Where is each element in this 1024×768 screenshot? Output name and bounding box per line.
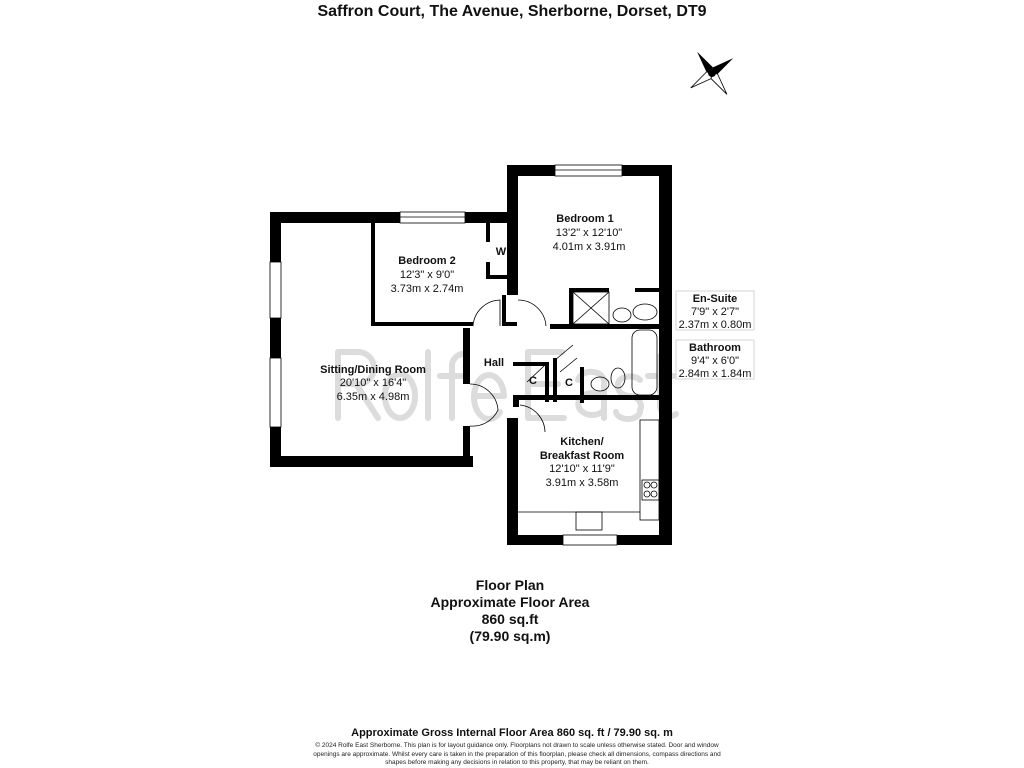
property-address-title: Saffron Court, The Avenue, Sherborne, Do…	[317, 3, 707, 20]
room-label-bedroom-1: Bedroom 1 13'2" x 12'10" 4.01m x 3.91m	[553, 213, 626, 253]
svg-text:Bathroom: Bathroom	[689, 342, 741, 354]
room-label-sitting-dining-room: Sitting/Dining Room 20'10" x 16'4" 6.35m…	[320, 364, 426, 403]
svg-text:En-Suite: En-Suite	[693, 293, 738, 305]
fixtures	[269, 164, 660, 546]
room-label-en-suite: En-Suite 7'9" x 2'7" 2.37m x 0.80m	[675, 290, 755, 331]
svg-text:Kitchen/: Kitchen/	[560, 436, 603, 448]
svg-text:4.01m x 3.91m: 4.01m x 3.91m	[553, 241, 626, 253]
svg-text:2.84m x 1.84m: 2.84m x 1.84m	[679, 368, 752, 380]
wardrobe-label: W	[496, 246, 507, 258]
svg-text:6.35m x 4.98m: 6.35m x 4.98m	[337, 391, 410, 403]
walls	[270, 165, 672, 545]
summary-subheading: Approximate Floor Area	[430, 594, 590, 610]
svg-text:7'9" x 2'7": 7'9" x 2'7"	[691, 306, 739, 318]
svg-text:12'10" x 11'9": 12'10" x 11'9"	[549, 463, 615, 475]
room-label-kitchen: Kitchen/ Breakfast Room 12'10" x 11'9" 3…	[540, 436, 625, 489]
svg-text:Sitting/Dining Room: Sitting/Dining Room	[320, 364, 426, 376]
floor-area-summary: Floor Plan Approximate Floor Area 860 sq…	[380, 577, 640, 645]
room-label-bathroom: Bathroom 9'4" x 6'0" 2.84m x 1.84m	[675, 339, 755, 380]
room-label-bedroom-2: Bedroom 2 12'3" x 9'0" 3.73m x 2.74m	[391, 255, 464, 295]
summary-heading: Floor Plan	[475, 577, 545, 593]
gross-area-text: Approximate Gross Internal Floor Area 86…	[351, 727, 673, 739]
hall-label: Hall	[484, 357, 504, 369]
svg-text:Breakfast Room: Breakfast Room	[540, 450, 625, 462]
svg-text:3.91m x 3.58m: 3.91m x 3.58m	[546, 477, 619, 489]
summary-sqft: 860 sq.ft	[481, 611, 539, 627]
compass-icon	[690, 51, 734, 95]
svg-text:9'4" x 6'0": 9'4" x 6'0"	[691, 355, 739, 367]
svg-text:Bedroom 1: Bedroom 1	[556, 213, 613, 225]
summary-sqm: (79.90 sq.m)	[469, 628, 551, 644]
svg-text:12'3" x 9'0": 12'3" x 9'0"	[400, 269, 454, 281]
svg-text:20'10" x 16'4": 20'10" x 16'4"	[340, 377, 407, 389]
svg-text:Bedroom 2: Bedroom 2	[398, 255, 455, 267]
svg-text:3.73m x 2.74m: 3.73m x 2.74m	[391, 283, 464, 295]
cupboard-label: C	[565, 377, 573, 389]
svg-text:2.37m x 0.80m: 2.37m x 0.80m	[679, 319, 752, 331]
cupboard-label: C	[529, 375, 537, 387]
disclaimer-text: © 2024 Rolfe East Sherborne. This plan i…	[313, 742, 721, 766]
svg-text:13'2" x 12'10": 13'2" x 12'10"	[556, 227, 623, 239]
